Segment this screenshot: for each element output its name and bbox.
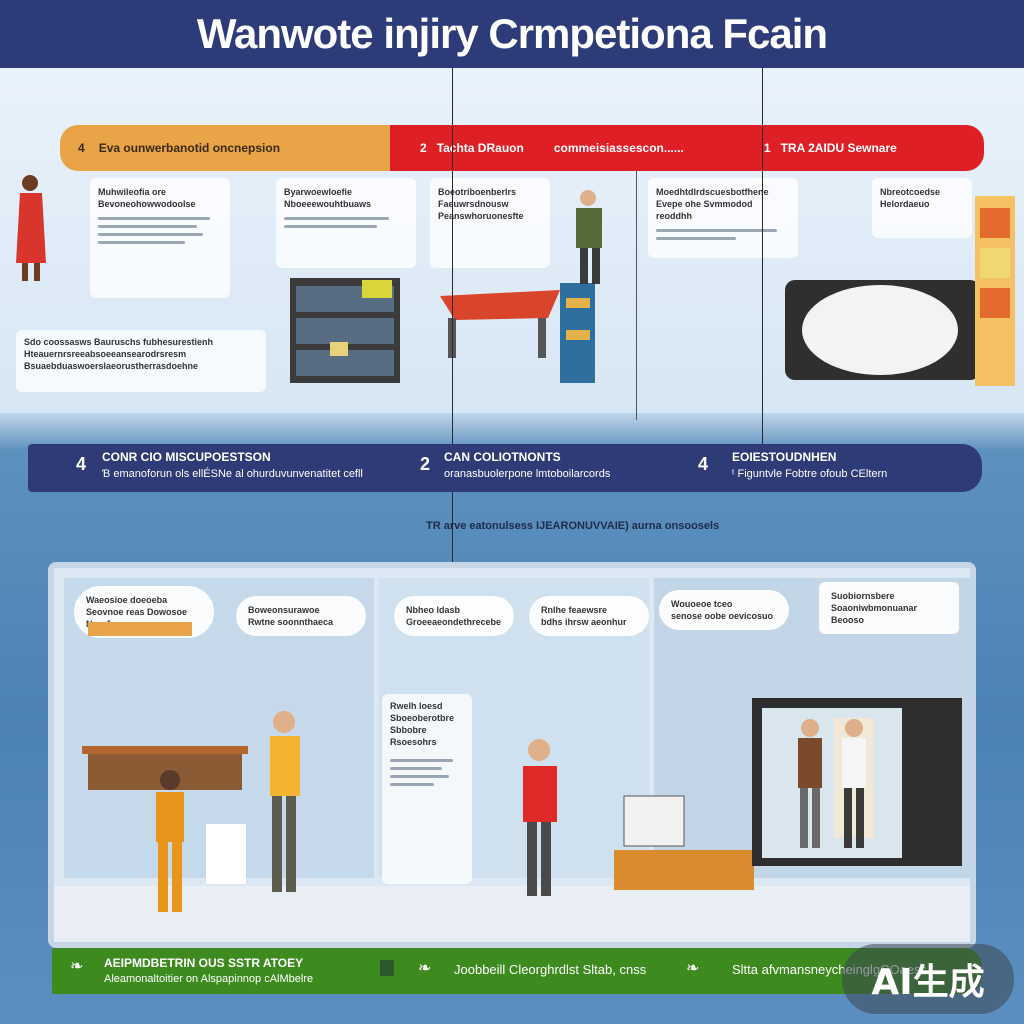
top-band-orange-number: 4 xyxy=(78,141,85,155)
person-figure-red-shirt xyxy=(523,739,557,896)
top-card-1: Muhwileofia ore Bevoneohowwodoolse xyxy=(90,178,230,298)
green-band-item1-text: Aleamonaltoitier on Alspapinnop cAlMbelr… xyxy=(104,973,314,985)
mid-band-item1: CONR CIO MISCUPOESTSON Ɓ emanoforun ols … xyxy=(102,450,363,480)
mid-band-item2-text: oranasbuolerpone lmtoboilarcords xyxy=(444,468,611,480)
top-panel: Muhwileofia ore Bevoneohowwodoolse Byarw… xyxy=(0,68,1024,413)
top-band-orange: 4 Eva ounwerbanotid oncnepsion xyxy=(60,125,400,171)
mid-band-item1-text: Ɓ emanoforun ols ellÉSNe al ohurduvunven… xyxy=(102,468,363,480)
top-footnote-card: Sdo coossasws Bauruschs fubhesurestienh … xyxy=(16,330,266,392)
ai-generated-badge: AI生成 xyxy=(842,944,1014,1014)
bottom-panel: Waeosioe doeoeba Seovnoe reas Dowosoe Na… xyxy=(48,562,976,948)
guide-line-left xyxy=(452,68,453,968)
mid-band-item2-number: 2 xyxy=(420,454,431,474)
top-background-art xyxy=(290,196,1015,386)
person-figure-red-dress xyxy=(16,175,46,281)
top-card-5-heading: Nbreotcoedse Helordaeuo xyxy=(880,187,941,209)
bottom-mid-note-card: Rwelh loesd Sboeoberotbre Sbbobre Rsoeso… xyxy=(382,694,472,884)
top-card-1-lines xyxy=(90,217,230,244)
top-footnote: Sdo coossasws Bauruschs fubhesurestienh … xyxy=(24,337,214,371)
guide-line-right xyxy=(762,68,763,444)
top-card-2-lines xyxy=(276,217,416,228)
top-card-4-lines xyxy=(648,229,798,240)
bottom-bubble-4: Rnlhe feaewsre bdhs ihrsw aeonhur xyxy=(529,596,649,636)
top-card-2-heading: Byarwoewloefie Nboeeewouhtbuaws xyxy=(284,187,372,209)
green-band-icon-2: ❧ xyxy=(418,960,432,977)
top-card-1-heading: Muhwileofia ore Bevoneohowwodoolse xyxy=(98,187,196,209)
top-band-red-text: commeisiassescon...... xyxy=(553,141,684,155)
person-figure-orange-worker xyxy=(156,770,184,912)
top-card-3: Boeotriboenberlrs Faeuwrsdnousw Peanswho… xyxy=(430,178,550,268)
bottom-mid-note-lines xyxy=(382,759,472,786)
green-band-icon-3: ❧ xyxy=(686,960,700,977)
top-band-orange-text: Eva ounwerbanotid oncnepsion xyxy=(98,141,281,155)
bottom-bubble-6: Suobiornsbere Soaoniwbmonuanar Beooso xyxy=(819,582,959,634)
mid-band-item3-text: ᵗ Figuntvle Fobtre ofoub CEltern xyxy=(732,468,888,480)
bottom-mid-note: Rwelh loesd Sboeoberotbre Sbbobre Rsoeso… xyxy=(390,701,455,747)
bottom-bubble-5: Wouoeoe tceo senose oobe oevicosuo xyxy=(659,590,789,630)
mid-band-item3-title: EOIESTOUDNHEN xyxy=(732,450,837,464)
section-subtitle: TR arve eatonulsess IJEARONUVVAIE) aurna… xyxy=(426,520,720,532)
top-band-red-label: Tachta DRauon xyxy=(436,141,524,155)
mid-band-item2-title: CAN COLIOTNONTS xyxy=(444,450,561,464)
green-band: ❧ AEIPMDBETRIN OUS SSTR ATOEY Aleamonalt… xyxy=(52,948,982,994)
mid-band-item3: EOIESTOUDNHEN ᵗ Figuntvle Fobtre ofoub C… xyxy=(732,450,887,480)
top-band-right-label: TRA 2AIDU Sewnare xyxy=(780,141,897,155)
bottom-bubble-1-highlight xyxy=(88,622,192,636)
mid-band-item1-number: 4 xyxy=(76,454,87,474)
top-card-4: Moedhtdlrdscuesbotfhene Evepe ohe Svmmod… xyxy=(648,178,798,258)
top-band-red: 2 Tachta DRauon commeisiassescon...... 1… xyxy=(390,125,984,171)
top-band-right-number: 1 xyxy=(763,141,771,155)
person-figure-green-jacket xyxy=(576,190,602,284)
bottom-bubble-3: Nbheo ldasb Groeeaeondethrecebe xyxy=(394,596,514,636)
top-card-2: Byarwoewloefie Nboeeewouhtbuaws xyxy=(276,178,416,268)
mid-band-item2: CAN COLIOTNONTS oranasbuolerpone lmtoboi… xyxy=(444,450,610,480)
person-figure-background-right xyxy=(842,719,866,848)
green-band-item2-text: Joobbeill Cleorghrdlst Sltab, cnss xyxy=(454,962,647,977)
green-band-icon-1: ❧ xyxy=(70,958,84,975)
green-band-square-icon xyxy=(380,960,394,976)
top-card-3-heading: Boeotriboenberlrs Faeuwrsdnousw Peanswho… xyxy=(438,187,524,221)
guide-line-mid xyxy=(636,170,637,420)
page-title: Wanwote injiry Crmpetiona Fcain xyxy=(196,10,828,57)
green-band-item1-title: AEIPMDBETRIN OUS SSTR ATOEY xyxy=(104,956,304,970)
top-card-4-heading: Moedhtdlrdscuesbotfhene Evepe ohe Svmmod… xyxy=(656,187,769,221)
bottom-bubble-2: Boweonsurawoe Rwtne soonnthaeca xyxy=(236,596,366,636)
green-band-item1: AEIPMDBETRIN OUS SSTR ATOEY Aleamonaltoi… xyxy=(104,956,313,985)
mid-band-item1-title: CONR CIO MISCUPOESTSON xyxy=(102,450,271,464)
mid-band-item3-number: 4 xyxy=(698,454,709,474)
top-card-5: Nbreotcoedse Helordaeuo xyxy=(872,178,972,238)
person-figure-yellow-shirt xyxy=(270,711,300,892)
title-bar: Wanwote injiry Crmpetiona Fcain xyxy=(0,0,1024,68)
person-figure-background-left xyxy=(798,719,822,848)
mid-band: 4 CONR CIO MISCUPOESTSON Ɓ emanoforun ol… xyxy=(28,444,982,492)
top-band-red-number: 2 xyxy=(420,141,427,155)
